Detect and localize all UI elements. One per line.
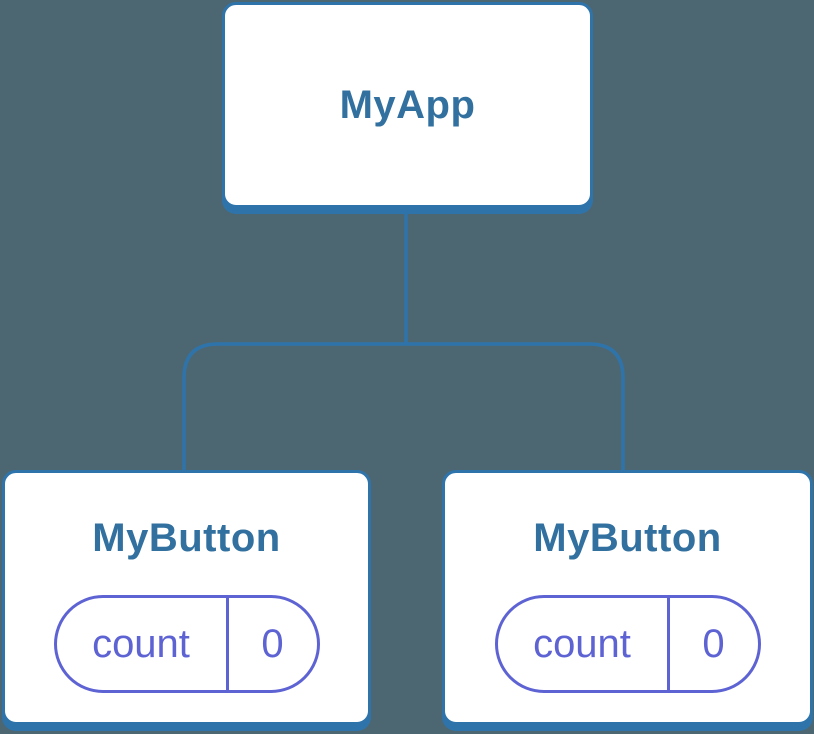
node-mybutton-2: MyButton count 0 — [442, 470, 813, 725]
state-pill-2: count 0 — [494, 595, 761, 693]
node-mybutton-1: MyButton count 0 — [2, 470, 371, 725]
node-mybutton-1-label: MyButton — [92, 516, 281, 560]
node-myapp-label: MyApp — [339, 83, 476, 127]
state-pill-1-name: count — [92, 621, 190, 666]
node-myapp: MyApp — [222, 2, 593, 208]
state-pill-1-value: 0 — [225, 598, 317, 690]
state-pill-2-name: count — [533, 621, 631, 666]
node-mybutton-2-label: MyButton — [533, 516, 722, 560]
state-pill-2-value: 0 — [666, 598, 758, 690]
state-pill-1: count 0 — [53, 595, 320, 693]
children-bracket-line — [182, 342, 625, 472]
